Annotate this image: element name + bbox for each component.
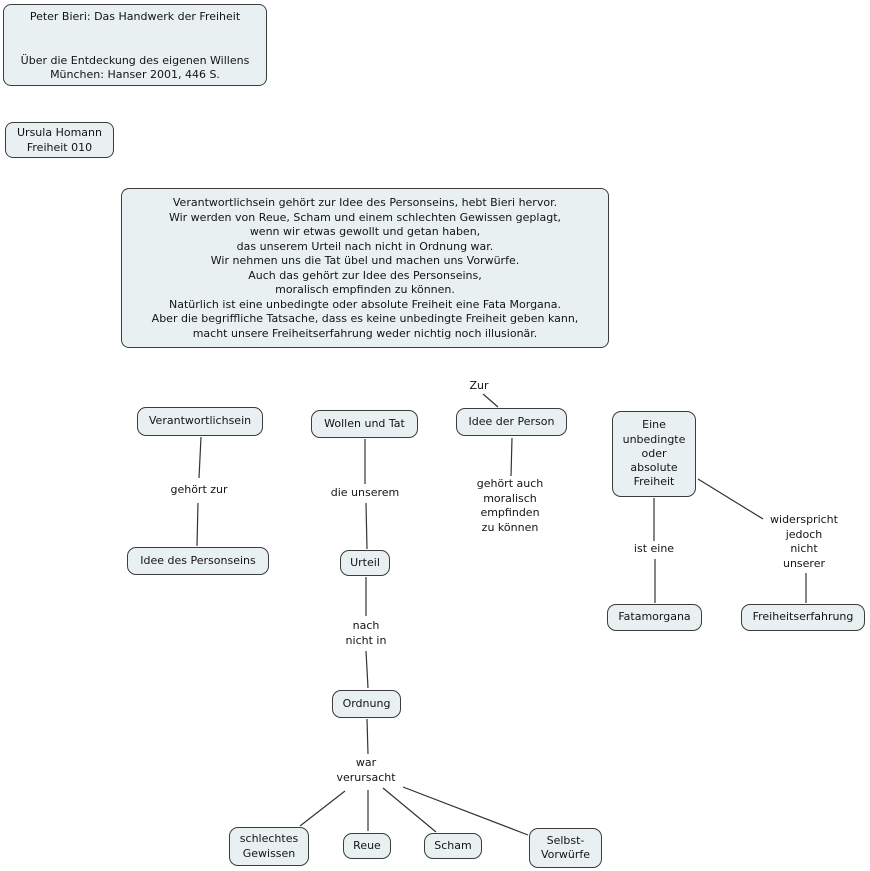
node-eine-unbedingte-oder-absolute-freiheit[interactable]: Eine unbedingte oder absolute Freiheit <box>612 411 696 497</box>
edge-label-zur: Zur <box>469 379 489 392</box>
edge-label-die-unserem: die unserem <box>330 486 400 499</box>
connector-line <box>198 436 202 479</box>
connector-line <box>402 786 529 836</box>
connector-line <box>482 393 499 408</box>
edge-label-gehoert-zur: gehört zur <box>170 483 228 496</box>
summary-box[interactable]: Verantwortlichsein gehört zur Idee des P… <box>121 188 609 348</box>
node-idee-des-personseins[interactable]: Idee des Personseins <box>127 547 269 575</box>
node-fatamorgana[interactable]: Fatamorgana <box>607 604 702 631</box>
node-reue[interactable]: Reue <box>343 833 391 859</box>
edge-label-war-verursacht: war verursacht <box>336 756 396 784</box>
node-wollen-und-tat[interactable]: Wollen und Tat <box>311 410 418 438</box>
node-idee-der-person[interactable]: Idee der Person <box>456 408 567 436</box>
connector-line <box>365 502 368 550</box>
node-ordnung[interactable]: Ordnung <box>332 690 401 718</box>
connector-line <box>510 437 513 477</box>
node-freiheitserfahrung[interactable]: Freiheitserfahrung <box>741 604 865 631</box>
title-box[interactable]: Peter Bieri: Das Handwerk der Freiheit Ü… <box>3 4 267 86</box>
connector-line <box>299 790 346 827</box>
connector-line-group <box>196 393 807 836</box>
connector-line <box>196 502 199 547</box>
connector-line <box>382 787 437 833</box>
author-box[interactable]: Ursula Homann Freiheit 010 <box>5 122 114 158</box>
node-selbst-vorwuerfe[interactable]: Selbst- Vorwürfe <box>529 828 602 868</box>
connector-line <box>365 650 369 689</box>
edge-label-widerspricht-jedoch: widerspricht jedoch nicht unserer <box>770 513 838 570</box>
edge-label-ist-eine: ist eine <box>633 542 675 555</box>
node-schlechtes-gewissen[interactable]: schlechtes Gewissen <box>229 827 309 866</box>
node-urteil[interactable]: Urteil <box>340 550 390 576</box>
edge-label-gehoert-auch-moralisch: gehört auch moralisch empfinden zu könne… <box>476 477 544 534</box>
connector-line <box>366 718 369 755</box>
node-scham[interactable]: Scham <box>424 833 482 859</box>
connector-line <box>697 478 764 520</box>
edge-label-nach-nicht-in: nach nicht in <box>345 619 387 647</box>
node-verantwortlichsein[interactable]: Verantwortlichsein <box>137 407 263 436</box>
